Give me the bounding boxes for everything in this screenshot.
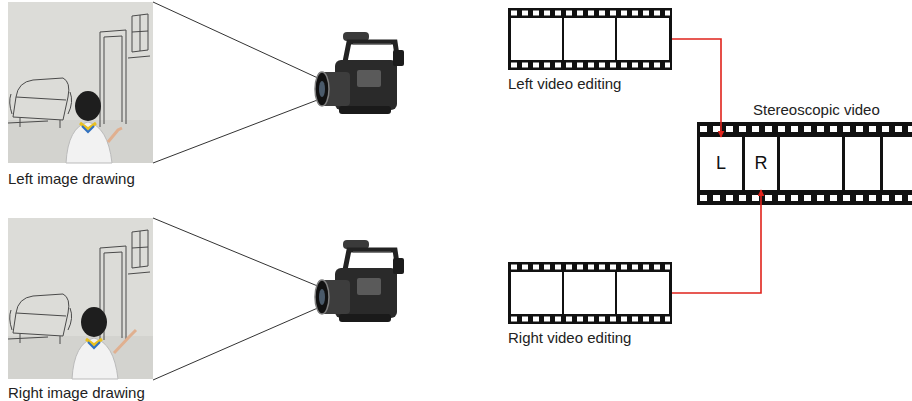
film-strip [511, 13, 670, 65]
view-lines [153, 307, 320, 380]
left-photo [8, 2, 153, 163]
view-lines [153, 218, 320, 287]
film-strip [511, 18, 562, 60]
film-strip [564, 272, 615, 314]
stereo-film-strip [745, 137, 777, 190]
frame-cell: L [700, 137, 742, 190]
right-photo [88, 342, 100, 348]
right-photo [8, 218, 153, 379]
frame-cell: R [745, 137, 777, 190]
film-strip [508, 262, 672, 324]
film-strip [508, 8, 672, 70]
film-strip [508, 8, 672, 70]
caption-text: Left image drawing [8, 170, 228, 188]
photo-frame: Left image drawing [8, 2, 153, 163]
caption-text: Right video editing [508, 329, 728, 347]
red-arrow [672, 190, 761, 293]
camcorder [315, 32, 404, 114]
stereo-film-strip [845, 137, 880, 190]
left-photo [8, 2, 153, 163]
film-strip-box: Right video editing [508, 262, 672, 324]
frame-letter: L [700, 137, 742, 190]
frame-letter: R [745, 137, 777, 190]
stereo-film-strip [700, 129, 912, 198]
caption-text: Stereoscopic video [753, 101, 912, 119]
camcorder [315, 32, 404, 114]
view-lines [153, 2, 320, 380]
camcorder [315, 240, 404, 322]
left-photo [66, 122, 112, 163]
stereo-film-strip [883, 137, 912, 190]
right-photo [8, 218, 153, 379]
left-photo [75, 91, 101, 121]
view-lines [153, 2, 320, 79]
view-lines [153, 99, 320, 163]
right-photo [81, 307, 107, 337]
right-photo [72, 338, 118, 379]
stereo-film-strip [780, 137, 842, 190]
caption-text: Right image drawing [8, 384, 228, 401]
camcorder [315, 240, 404, 322]
stereo-film-strip [697, 122, 912, 205]
caption-text: Left video editing [508, 75, 728, 93]
film-strip [508, 262, 672, 324]
film-strip [564, 18, 615, 60]
photo-frame: Right image drawing [8, 218, 153, 380]
film-strip-box: Left video editing [508, 8, 672, 70]
film-strip [511, 267, 670, 319]
stereo-film-strip [700, 137, 742, 190]
stereo-film-strip [697, 122, 912, 205]
film-strip [617, 18, 669, 60]
red-arrow [672, 39, 721, 137]
left-photo [108, 128, 122, 142]
film-strip [617, 272, 669, 314]
right-photo [114, 330, 136, 353]
left-photo [82, 126, 94, 132]
film-strip [511, 272, 562, 314]
stereo-strip-box: Stereoscopic videoLR [697, 122, 912, 205]
